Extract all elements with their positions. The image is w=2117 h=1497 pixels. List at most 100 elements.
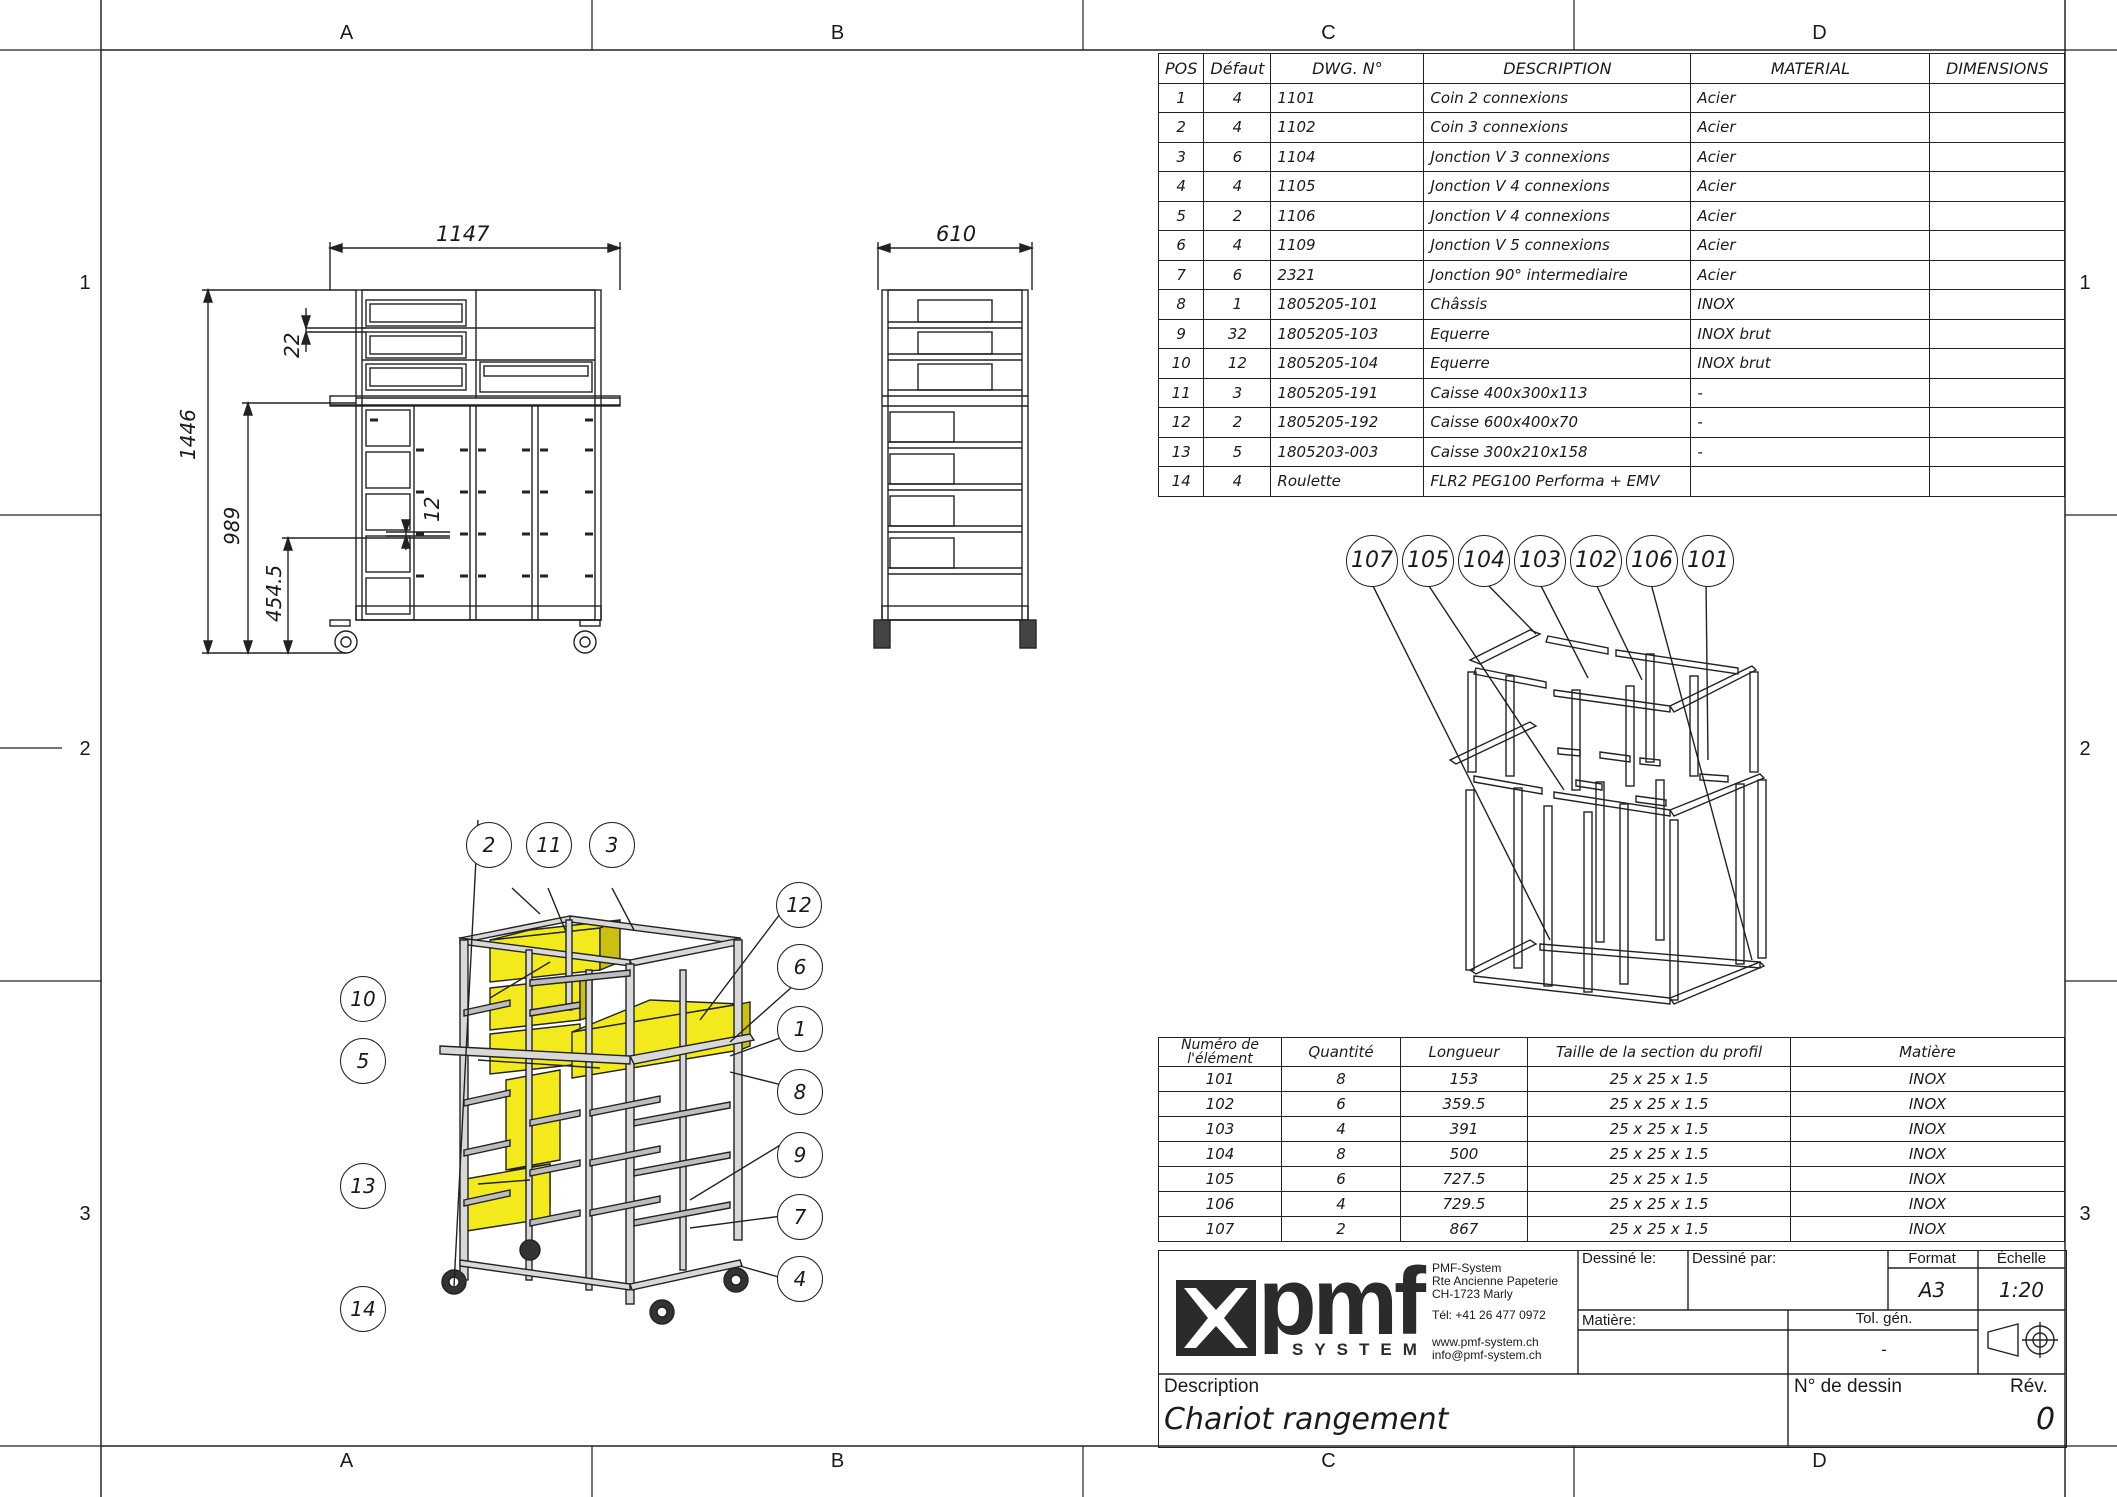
bom-cell: 4 (1203, 112, 1272, 143)
cutlist-cell: 2 (1281, 1216, 1401, 1242)
bom-cell: 1 (1157, 82, 1205, 113)
bom-cell: 4 (1203, 171, 1272, 202)
bom-cell: 1102 (1270, 112, 1425, 143)
balloon-102: 102 (1570, 535, 1622, 587)
cutlist-header-element: Numéro de l'élément (1158, 1037, 1282, 1067)
cutlist-cell: 8 (1281, 1066, 1401, 1092)
bom-cell: 3 (1157, 141, 1205, 172)
cutlist-cell: 103 (1158, 1116, 1282, 1142)
bom-cell: Châssis (1423, 289, 1692, 320)
balloon-103: 103 (1514, 535, 1566, 587)
bom-cell: Equerre (1423, 318, 1692, 349)
bom-cell: 2 (1203, 200, 1272, 231)
bom-header-row: POS Défaut DWG. N° DESCRIPTION MATERIAL … (1157, 53, 2065, 84)
front-view (202, 242, 623, 656)
cutlist-cell: 25 x 25 x 1.5 (1527, 1141, 1791, 1167)
company-web[interactable]: www.pmf-system.ch (1432, 1335, 1539, 1349)
bom-cell: 4 (1203, 466, 1272, 497)
cutlist-cell: INOX (1790, 1216, 2065, 1242)
cutlist-cell: 867 (1400, 1216, 1528, 1242)
bom-cell: 1805203-003 (1270, 436, 1425, 467)
cutlist-cell: INOX (1790, 1141, 2065, 1167)
cutlist-cell: 4 (1281, 1116, 1401, 1142)
cutlist-cell: INOX (1790, 1091, 2065, 1117)
bom-cell (1690, 466, 1931, 497)
bom-cell: Acier (1690, 200, 1931, 231)
company-phone: Tél: +41 26 477 0972 (1432, 1308, 1546, 1322)
bom-cell: Caisse 300x210x158 (1423, 436, 1692, 467)
bom-cell: 13 (1157, 436, 1205, 467)
format-value: A3 (1918, 1278, 1946, 1302)
bom-cell (1929, 436, 2065, 467)
cutlist-cell: INOX (1790, 1116, 2065, 1142)
cutlist-cell: 107 (1158, 1216, 1282, 1242)
balloon-iso-11: 11 (526, 822, 572, 868)
bom-cell: 14 (1157, 466, 1205, 497)
bom-cell: 1101 (1270, 82, 1425, 113)
format-label: Format (1908, 1250, 1956, 1267)
bom-cell: FLR2 PEG100 Performa + EMV (1423, 466, 1692, 497)
cutlist-cell: 8 (1281, 1141, 1401, 1167)
cutlist-cell: 153 (1400, 1066, 1528, 1092)
bom-cell: Acier (1690, 230, 1931, 261)
dim-gap-top: 22 (280, 332, 304, 358)
dim-gap-low: 12 (420, 496, 444, 522)
dim-total-height: 1446 (176, 409, 200, 460)
bom-cell (1929, 112, 2065, 143)
cutlist-cell: 25 x 25 x 1.5 (1527, 1166, 1791, 1192)
cutlist-header-material: Matière (1790, 1037, 2065, 1067)
bom-cell: Jonction V 4 connexions (1423, 200, 1692, 231)
zone-col-d-top: D (1812, 22, 1827, 44)
bom-cell: Acier (1690, 171, 1931, 202)
cutlist-header-length: Longueur (1400, 1037, 1528, 1067)
pmf-logo-sub: SYSTEM (1292, 1340, 1428, 1359)
zone-row-3-right: 3 (2079, 1203, 2091, 1225)
bom-cell: 6 (1203, 259, 1272, 290)
frame-exploded-view (1369, 579, 1767, 1005)
bom-cell: Jonction V 5 connexions (1423, 230, 1692, 261)
company-name: PMF-System (1432, 1261, 1502, 1275)
cutlist-cell: 729.5 (1400, 1191, 1528, 1217)
balloon-iso-9: 9 (777, 1132, 823, 1178)
tolerance-label: Tol. gén. (1855, 1310, 1913, 1327)
bom-cell: 2 (1203, 407, 1272, 438)
cutlist-table: Numéro de l'élément Quantité Longueur Ta… (1158, 1037, 2065, 1242)
bom-header-dwg: DWG. N° (1270, 53, 1425, 84)
revision-value: 0 (2036, 1402, 2056, 1437)
cutlist-cell: 500 (1400, 1141, 1528, 1167)
bom-cell: Caisse 600x400x70 (1423, 407, 1692, 438)
dim-low-height: 454.5 (262, 564, 286, 622)
cutlist-cell: 25 x 25 x 1.5 (1527, 1191, 1791, 1217)
bom-cell: 4 (1203, 82, 1272, 113)
bom-cell: 4 (1157, 171, 1205, 202)
balloon-iso-7: 7 (777, 1194, 823, 1240)
scale-label: Échelle (1996, 1250, 2047, 1267)
balloon-iso-13: 13 (340, 1163, 386, 1209)
bom-cell: 1805205-104 (1270, 348, 1425, 379)
bom-cell: 10 (1157, 348, 1205, 379)
bom-cell: 12 (1157, 407, 1205, 438)
zone-col-a-top: A (339, 22, 354, 44)
balloon-iso-1: 1 (777, 1006, 823, 1052)
zone-row-3-left: 3 (79, 1203, 91, 1225)
bom-cell (1929, 466, 2065, 497)
description-value: Chariot rangement (1164, 1402, 1449, 1437)
bom-cell: 1109 (1270, 230, 1425, 261)
zone-row-1-left: 1 (79, 272, 91, 294)
bom-cell: 2 (1157, 112, 1205, 143)
balloon-107: 107 (1346, 535, 1398, 587)
dim-side-width: 610 (936, 222, 977, 246)
side-view (873, 242, 1037, 649)
balloon-iso-10: 10 (340, 976, 386, 1022)
company-email[interactable]: info@pmf-system.ch (1432, 1348, 1542, 1362)
bom-header-material: MATERIAL (1690, 53, 1931, 84)
